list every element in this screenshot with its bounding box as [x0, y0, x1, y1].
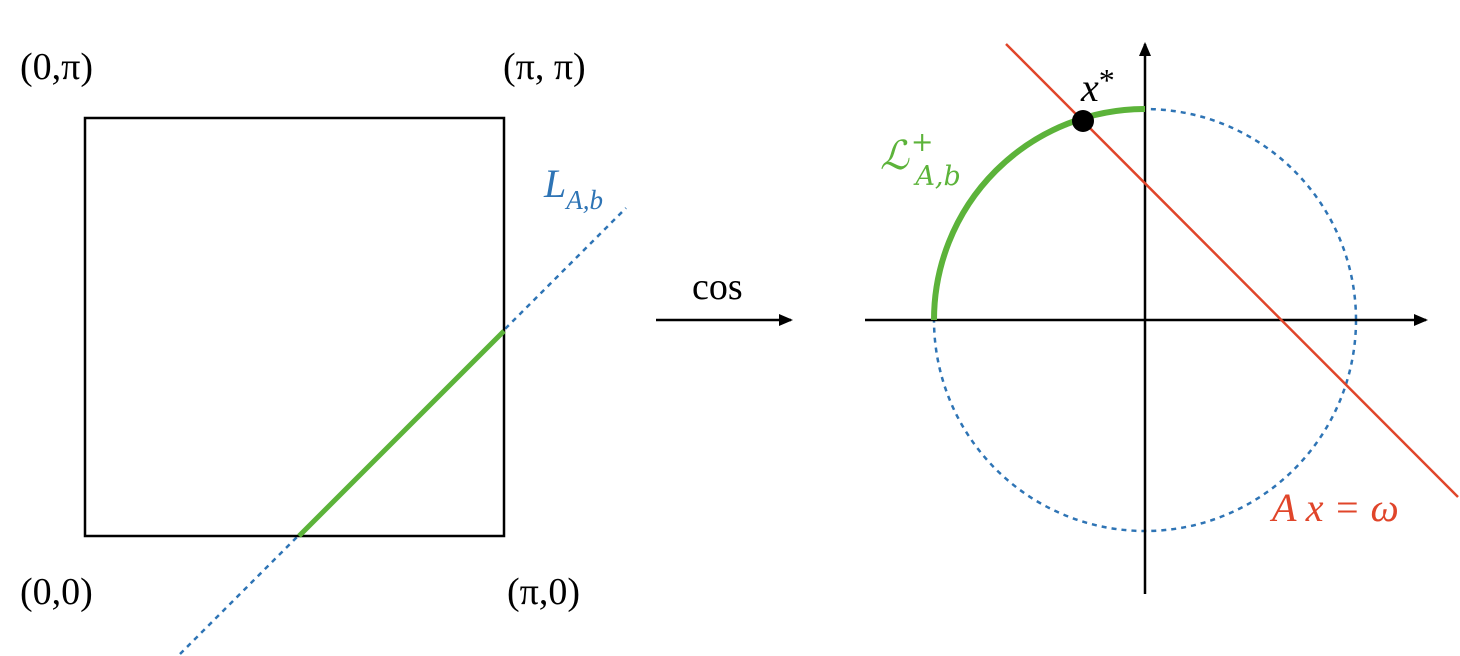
left-panel: (0,π) (π, π) (0,0) (π,0) LA,b [20, 46, 627, 655]
line-label-sub: A,b [564, 185, 603, 215]
corner-label-bottom-right: (π,0) [507, 571, 580, 613]
segment-inside-square [297, 329, 506, 538]
map-arrow: cos [656, 266, 793, 326]
arc-l-plus [931, 106, 1146, 321]
line-label-l-ab: LA,b [543, 161, 603, 215]
corner-label-bottom-left: (0,0) [20, 571, 93, 613]
square-domain [83, 116, 506, 538]
right-panel: x* ℒ+A,b A x = ω [865, 42, 1459, 594]
arc-label-l-plus: ℒ+A,b [880, 127, 961, 192]
line-ax-omega [1005, 43, 1459, 498]
point-x-star [1072, 110, 1094, 132]
arc-label-sub: A,b [912, 161, 960, 192]
line-label-ax-omega: A x = ω [1269, 485, 1399, 530]
corner-label-top-right: (π, π) [503, 46, 586, 88]
arc-label-sup: + [911, 127, 934, 158]
line-label-main: L [543, 161, 566, 206]
point-label-main: x [1080, 65, 1099, 110]
point-label-sup: * [1099, 62, 1115, 98]
corner-label-top-left: (0,π) [20, 46, 93, 88]
point-label-x-star: x* [1080, 62, 1115, 110]
map-arrow-label: cos [692, 266, 743, 308]
arc-label-main: ℒ [880, 133, 910, 179]
